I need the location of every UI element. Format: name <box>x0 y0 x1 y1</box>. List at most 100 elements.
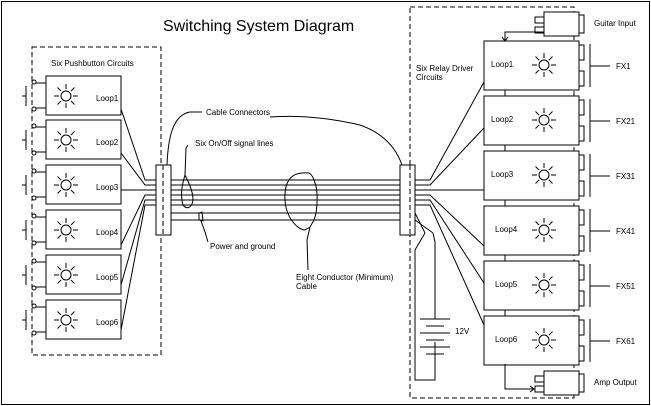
fx-label: FX51 <box>616 282 636 291</box>
relay-driver-box <box>483 95 580 146</box>
relay-driver-circuit: Loop2 FX21 <box>483 95 636 151</box>
fx-jack-return <box>578 125 585 142</box>
fx-label: FX21 <box>616 117 636 126</box>
lamp-icon <box>54 263 78 287</box>
relay-driver-box <box>483 40 580 91</box>
fx-jack-return <box>578 70 585 87</box>
fx-jack-send <box>578 154 585 171</box>
relay-driver-circuit: Loop5 FX51 <box>483 260 636 316</box>
left-fan-wire <box>120 108 156 181</box>
signal-lines-label: Six On/Off signal lines <box>195 139 274 148</box>
amp-output-label: Amp Output <box>594 378 637 387</box>
fx-label: FX31 <box>616 172 636 181</box>
relay-driver-circuit: Loop6 FX61 <box>483 315 636 366</box>
guitar-input-label: Guitar Input <box>594 19 637 28</box>
fx-jack-send <box>578 99 585 116</box>
pushbutton-loop-label: Loop1 <box>96 94 119 103</box>
lamp-icon <box>532 53 556 77</box>
pushbutton-group-label: Six Pushbutton Circuits <box>51 59 134 68</box>
lamp-icon <box>54 128 78 152</box>
cable-connectors-leader-left <box>166 111 202 166</box>
amp-output-jack-pin <box>534 385 545 393</box>
lamp-icon <box>54 308 78 332</box>
relay-driver-circuit: Loop4 FX41 <box>483 205 636 261</box>
relay-driver-box <box>483 260 580 311</box>
pushbutton-circuit: Loop4 <box>22 209 122 250</box>
cable-label-line1: Eight Conductor (Minimum) <box>296 273 394 282</box>
lamp-icon <box>54 173 78 197</box>
lamp-icon <box>532 273 556 297</box>
pushbutton-circuit: Loop1 <box>22 75 122 116</box>
battery-lead-positive <box>432 232 436 319</box>
guitar-input-jack: Guitar Input <box>501 11 637 42</box>
amp-output-jack-body <box>543 370 580 396</box>
fx-label: FX41 <box>616 227 636 236</box>
pushbutton-circuit: Loop6 <box>22 299 122 340</box>
pushbutton-loop-label: Loop6 <box>96 318 119 327</box>
cable-label-line2: Cable <box>296 282 317 291</box>
relay-driver-box <box>483 205 580 256</box>
relay-loop-label: Loop1 <box>491 60 514 69</box>
relay-loop-label: Loop6 <box>495 335 518 344</box>
fx-jack-return <box>578 345 585 362</box>
fx-jack-send <box>578 209 585 226</box>
lamp-icon <box>54 218 78 242</box>
left-fan-wire <box>120 204 156 331</box>
guitar-input-jack-pin <box>534 16 545 24</box>
lamp-icon <box>532 163 556 187</box>
power-ground-leader <box>198 211 209 243</box>
pushbutton-loop-label: Loop3 <box>96 183 119 192</box>
right-fan-wire <box>415 204 485 326</box>
signal-lines-leader <box>181 144 194 209</box>
power-ground-label: Power and ground <box>210 242 275 251</box>
fx-label: FX61 <box>616 337 636 346</box>
pushbutton-circuit-box <box>45 75 122 116</box>
battery-voltage-label: 12V <box>455 327 470 336</box>
pushbutton-circuit: Loop3 <box>22 164 122 205</box>
fan-wires <box>120 81 485 331</box>
right-fan-wire <box>415 194 485 247</box>
cable-connectors-label: Cable Connectors <box>206 108 270 117</box>
amp-output-wire <box>504 364 533 390</box>
fx-jack-return <box>578 235 585 252</box>
amp-output-jack: Amp Output <box>504 364 637 396</box>
arrow-right-icon <box>529 385 535 393</box>
battery: 12V <box>414 232 470 381</box>
relay-driver-circuit: Loop3 FX31 <box>483 150 636 206</box>
amp-output-jack-pin <box>534 375 545 383</box>
right-fan-wire <box>415 127 485 186</box>
relay-group-label-line1: Six Relay Driver <box>416 64 474 73</box>
relay-loop-label: Loop2 <box>491 115 514 124</box>
pushbutton-loop-label: Loop5 <box>96 273 119 282</box>
arrow-down-icon <box>501 36 509 42</box>
cable-conductors <box>171 179 400 221</box>
pushbutton-loop-label: Loop4 <box>96 228 119 237</box>
right-fan-wire <box>415 199 485 284</box>
cable-connectors-leader-right <box>269 115 403 166</box>
guitar-input-wire <box>504 31 544 40</box>
guitar-input-jack-pin <box>534 26 545 34</box>
relay-driver-box <box>483 150 580 201</box>
fx-jack-return <box>578 290 585 307</box>
lamp-icon <box>532 218 556 242</box>
fx-jack-send <box>578 264 585 281</box>
right-fan-wire <box>415 81 485 181</box>
pushbutton-circuit: Loop5 <box>22 254 122 295</box>
relay-loop-label: Loop4 <box>495 225 518 234</box>
pushbutton-loop-label: Loop2 <box>96 138 119 147</box>
relay-group-label-line2: Circuits <box>416 73 443 82</box>
left-fan-wire <box>120 199 156 286</box>
relay-loop-label: Loop5 <box>495 280 518 289</box>
lamp-icon <box>54 84 78 108</box>
guitar-input-jack-body <box>543 11 580 37</box>
battery-lead-negative <box>414 232 436 381</box>
relay-loop-label: Loop3 <box>491 170 514 179</box>
pushbutton-circuit: Loop2 <box>22 119 122 160</box>
relay-driver-box <box>483 315 580 366</box>
right-cable-connector <box>399 164 416 236</box>
fx-jack-return <box>578 180 585 197</box>
